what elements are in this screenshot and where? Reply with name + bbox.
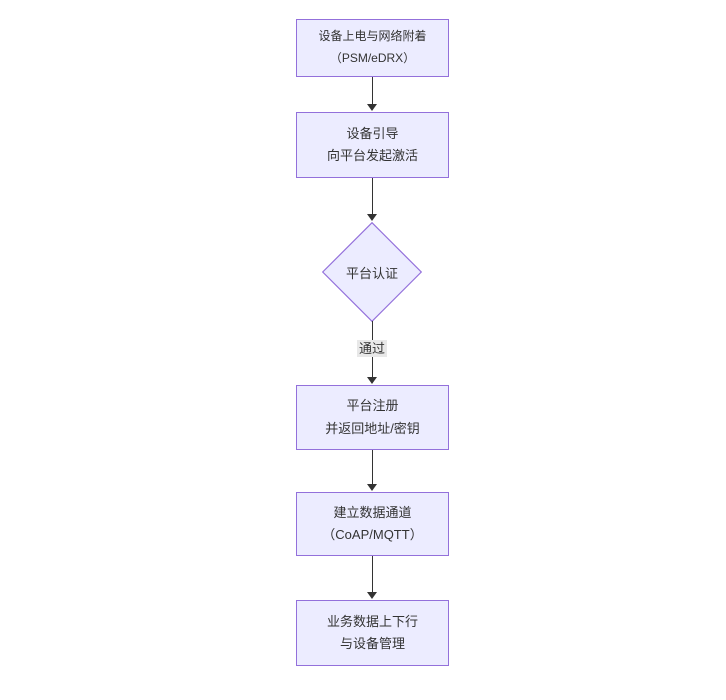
edge-register-to-channel xyxy=(372,450,373,484)
arrowhead-auth-to-register xyxy=(367,377,377,384)
arrowhead-bootstrap-to-auth xyxy=(367,214,377,221)
node-channel-line2: （CoAP/MQTT） xyxy=(322,527,423,542)
node-channel: 建立数据通道 （CoAP/MQTT） xyxy=(296,492,449,556)
node-register-line2: 并返回地址/密钥 xyxy=(325,420,420,436)
edge-bootstrap-to-auth xyxy=(372,178,373,214)
edge-label-pass: 通过 xyxy=(357,340,388,357)
node-register-line1: 平台注册 xyxy=(346,398,399,414)
node-auth-decision: 平台认证 xyxy=(322,222,422,322)
node-power-attach-line2: （PSM/eDRX） xyxy=(329,51,416,65)
node-register: 平台注册 并返回地址/密钥 xyxy=(296,385,449,450)
edge-power-to-bootstrap xyxy=(372,77,373,104)
node-business-line1: 业务数据上下行 xyxy=(326,613,418,629)
arrowhead-register-to-channel xyxy=(367,484,377,491)
edge-channel-to-business xyxy=(372,556,373,592)
arrowhead-channel-to-business xyxy=(367,592,377,599)
node-channel-line1: 建立数据通道 xyxy=(333,504,412,520)
node-bootstrap-line1: 设备引导 xyxy=(346,125,399,141)
node-auth-label: 平台认证 xyxy=(345,265,398,281)
node-bootstrap: 设备引导 向平台发起激活 xyxy=(296,112,449,178)
node-power-attach-line1: 设备上电与网络附着 xyxy=(318,29,427,44)
node-business: 业务数据上下行 与设备管理 xyxy=(296,600,449,666)
node-bootstrap-line2: 向平台发起激活 xyxy=(326,148,418,163)
node-power-attach: 设备上电与网络附着 （PSM/eDRX） xyxy=(296,19,449,77)
arrowhead-power-to-bootstrap xyxy=(367,104,377,111)
node-business-line2: 与设备管理 xyxy=(339,636,405,651)
